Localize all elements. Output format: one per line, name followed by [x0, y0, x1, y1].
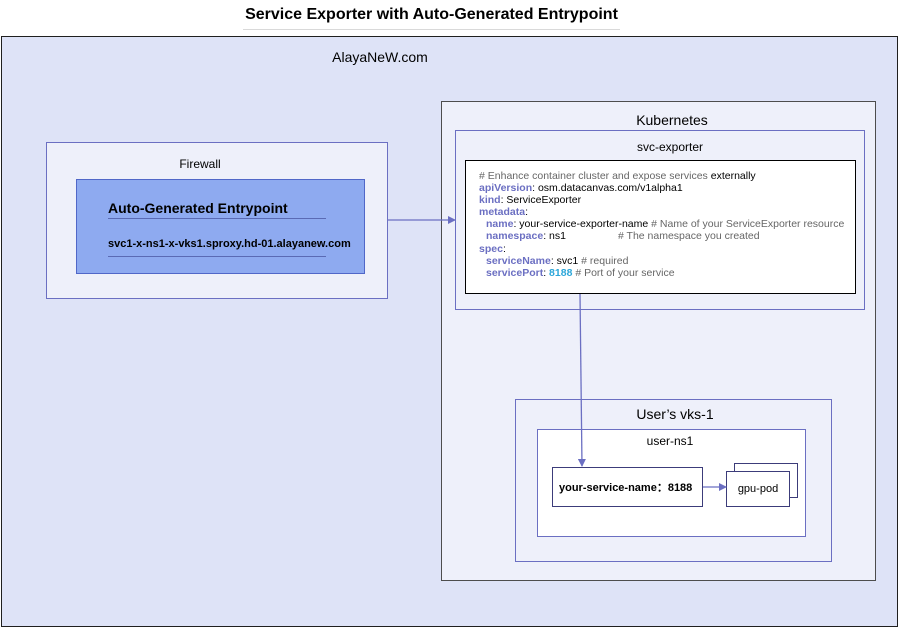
yaml-port-number: 8188 [549, 266, 573, 279]
vks-label: User’s vks-1 [636, 406, 714, 422]
firewall-label: Firewall [179, 157, 221, 171]
entrypoint-box [76, 179, 365, 274]
yaml-key-spec: spec [479, 242, 503, 255]
kubernetes-label: Kubernetes [636, 112, 708, 128]
entrypoint-url: svc1-x-ns1-x-vks1.sproxy.hd-01.alayanew.… [108, 238, 351, 250]
namespace-label: user-ns1 [646, 434, 694, 448]
entrypoint-url-underline [108, 256, 326, 257]
service-exporter-yaml: # Enhance container cluster and expose s… [465, 160, 856, 294]
yaml-comment: # Enhance container cluster and expose s… [479, 170, 708, 182]
yaml-key-serviceport: servicePort [486, 266, 544, 279]
gpu-pod-box: gpu-pod [726, 471, 790, 507]
alayanew-label: AlayaNeW.com [332, 49, 428, 65]
entrypoint-title-underline [108, 218, 326, 219]
yaml-key-servicename: serviceName [486, 254, 551, 267]
service-box: your-service-name：8188 [552, 467, 703, 507]
yaml-key-namespace: namespace [486, 230, 544, 243]
yaml-key-apiversion: apiVersion [479, 182, 533, 195]
entrypoint-title: Auto-Generated Entrypoint [108, 200, 288, 216]
yaml-key-metadata: metadata [479, 206, 526, 219]
yaml-key-kind: kind [479, 194, 501, 207]
yaml-key-name: name [486, 218, 514, 231]
svc-exporter-label: svc-exporter [636, 140, 704, 154]
diagram-title: Service Exporter with Auto-Generated Ent… [243, 4, 620, 30]
